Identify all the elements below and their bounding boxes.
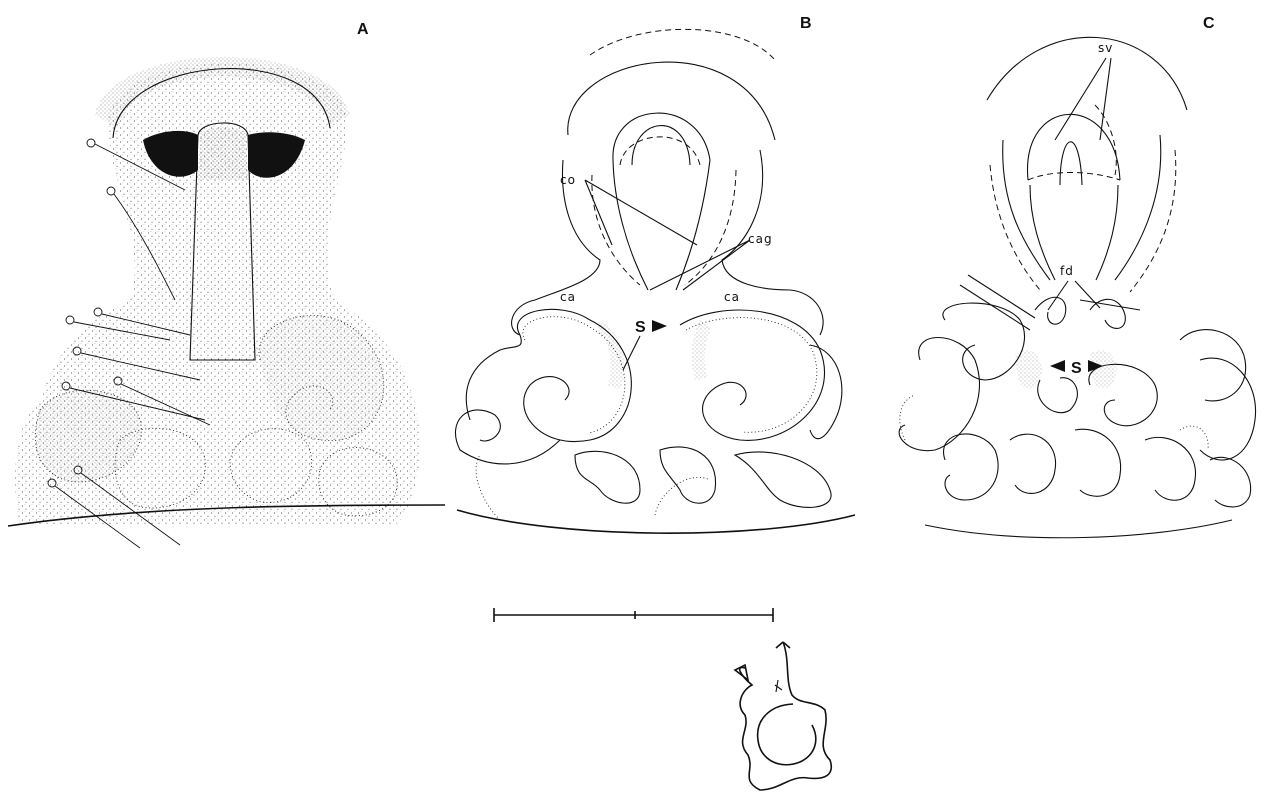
label-sv: sv	[1098, 41, 1113, 55]
panel-b-label: B	[800, 15, 812, 32]
panel-b-ventral-contour	[457, 510, 855, 533]
label-s-panel-c: S	[1071, 360, 1082, 377]
panel-c-label: C	[1203, 15, 1215, 32]
panel-a: A	[8, 21, 445, 548]
panel-a-label: A	[357, 21, 369, 38]
panel-c-fertilization-ducts	[1035, 297, 1125, 328]
arrowhead-s-panel-b	[652, 320, 667, 332]
panel-c-spermathecae	[899, 303, 1255, 507]
panel-c-ventral-contour	[925, 520, 1232, 538]
panel-b-spermathecae	[455, 309, 841, 520]
panel-c: C	[899, 15, 1255, 538]
panel-c-hood	[1028, 114, 1120, 180]
arrowhead-s-left-panel-c	[1050, 360, 1065, 372]
label-cag: cag	[748, 232, 773, 246]
label-ca-left: ca	[560, 290, 576, 304]
panel-b-ducts	[512, 150, 824, 335]
label-co: co	[560, 173, 576, 187]
label-ca-right: ca	[724, 290, 740, 304]
label-fd: fd	[1060, 264, 1074, 278]
panel-c-dome	[987, 37, 1187, 110]
label-s-panel-b: S	[635, 319, 646, 336]
scale-bar	[494, 608, 773, 622]
inset-sketch	[735, 642, 831, 790]
panel-b: B co	[455, 15, 855, 533]
